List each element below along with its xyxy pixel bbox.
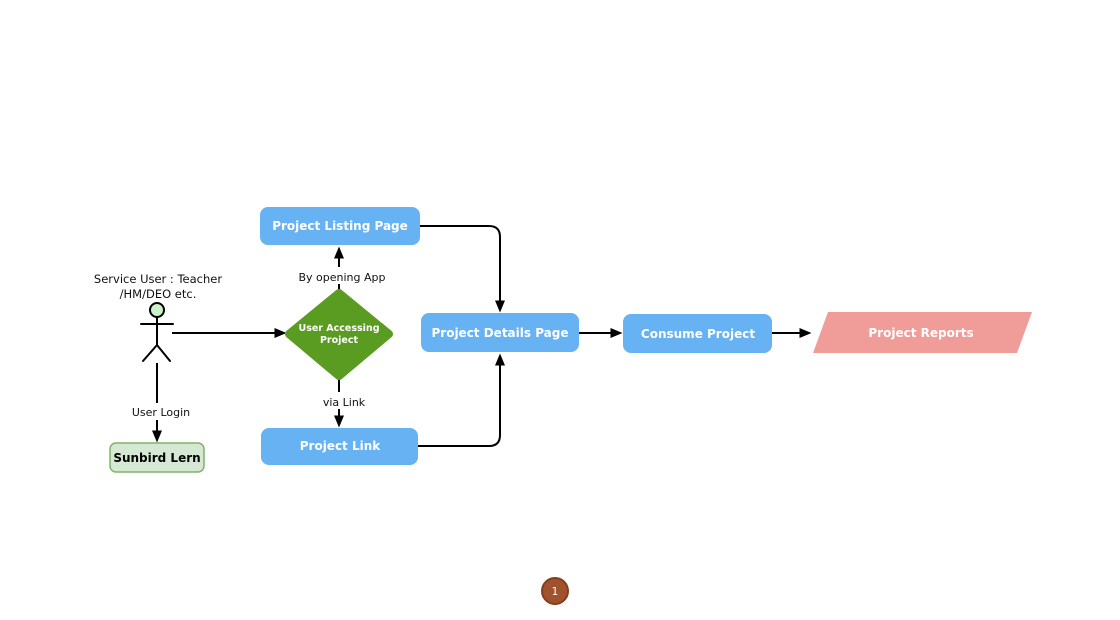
actor-body: [140, 316, 174, 362]
node-project-link[interactable]: Project Link: [261, 428, 418, 465]
sunbird-lern-label: Sunbird Lern: [113, 451, 200, 465]
page-indicator-circle: [541, 577, 569, 605]
actor-figure[interactable]: [140, 302, 174, 362]
node-project-reports[interactable]: Project Reports: [813, 312, 1032, 353]
node-decision-user-accessing-project[interactable]: User Accessing Project: [285, 289, 393, 380]
actor-label-line2: /HM/DEO etc.: [120, 287, 197, 301]
project-listing-label: Project Listing Page: [272, 219, 408, 233]
project-link-label: Project Link: [300, 439, 382, 453]
decision-label-line1: User Accessing: [299, 323, 380, 334]
actor-label-line1: Service User : Teacher: [94, 272, 222, 286]
by-opening-app-label-bg: [297, 267, 387, 284]
flow-arrows: [152, 225, 812, 447]
project-reports-label: Project Reports: [868, 326, 973, 340]
project-listing-shape: [260, 207, 420, 245]
project-reports-shape: [813, 312, 1032, 353]
arrow-listing-to-details: [420, 225, 505, 313]
arrow-link-to-details: [418, 353, 505, 447]
by-opening-app-label: By opening App: [298, 271, 385, 284]
decision-diamond-shape: [285, 289, 393, 380]
via-link-label-bg: [320, 392, 368, 409]
consume-project-label: Consume Project: [641, 327, 755, 341]
user-login-label: User Login: [132, 406, 190, 419]
user-login-label-bg: [129, 403, 193, 420]
page-indicator-number: 1: [552, 586, 559, 598]
via-link-label: via Link: [323, 396, 366, 409]
sunbird-lern-shape: [109, 442, 205, 473]
node-project-listing-page[interactable]: Project Listing Page: [260, 207, 420, 245]
edge-labels: By opening App via Link User Login: [129, 267, 387, 420]
node-project-details-page[interactable]: Project Details Page: [421, 313, 579, 352]
page-indicator[interactable]: 1: [541, 577, 569, 605]
node-consume-project[interactable]: Consume Project: [623, 314, 772, 353]
actor-head: [149, 302, 165, 318]
project-details-shape: [421, 313, 579, 352]
decision-label-line2: Project: [320, 335, 359, 346]
consume-project-shape: [623, 314, 772, 353]
project-details-label: Project Details Page: [431, 326, 568, 340]
project-link-shape: [261, 428, 418, 465]
node-sunbird-lern[interactable]: Sunbird Lern: [109, 442, 205, 473]
